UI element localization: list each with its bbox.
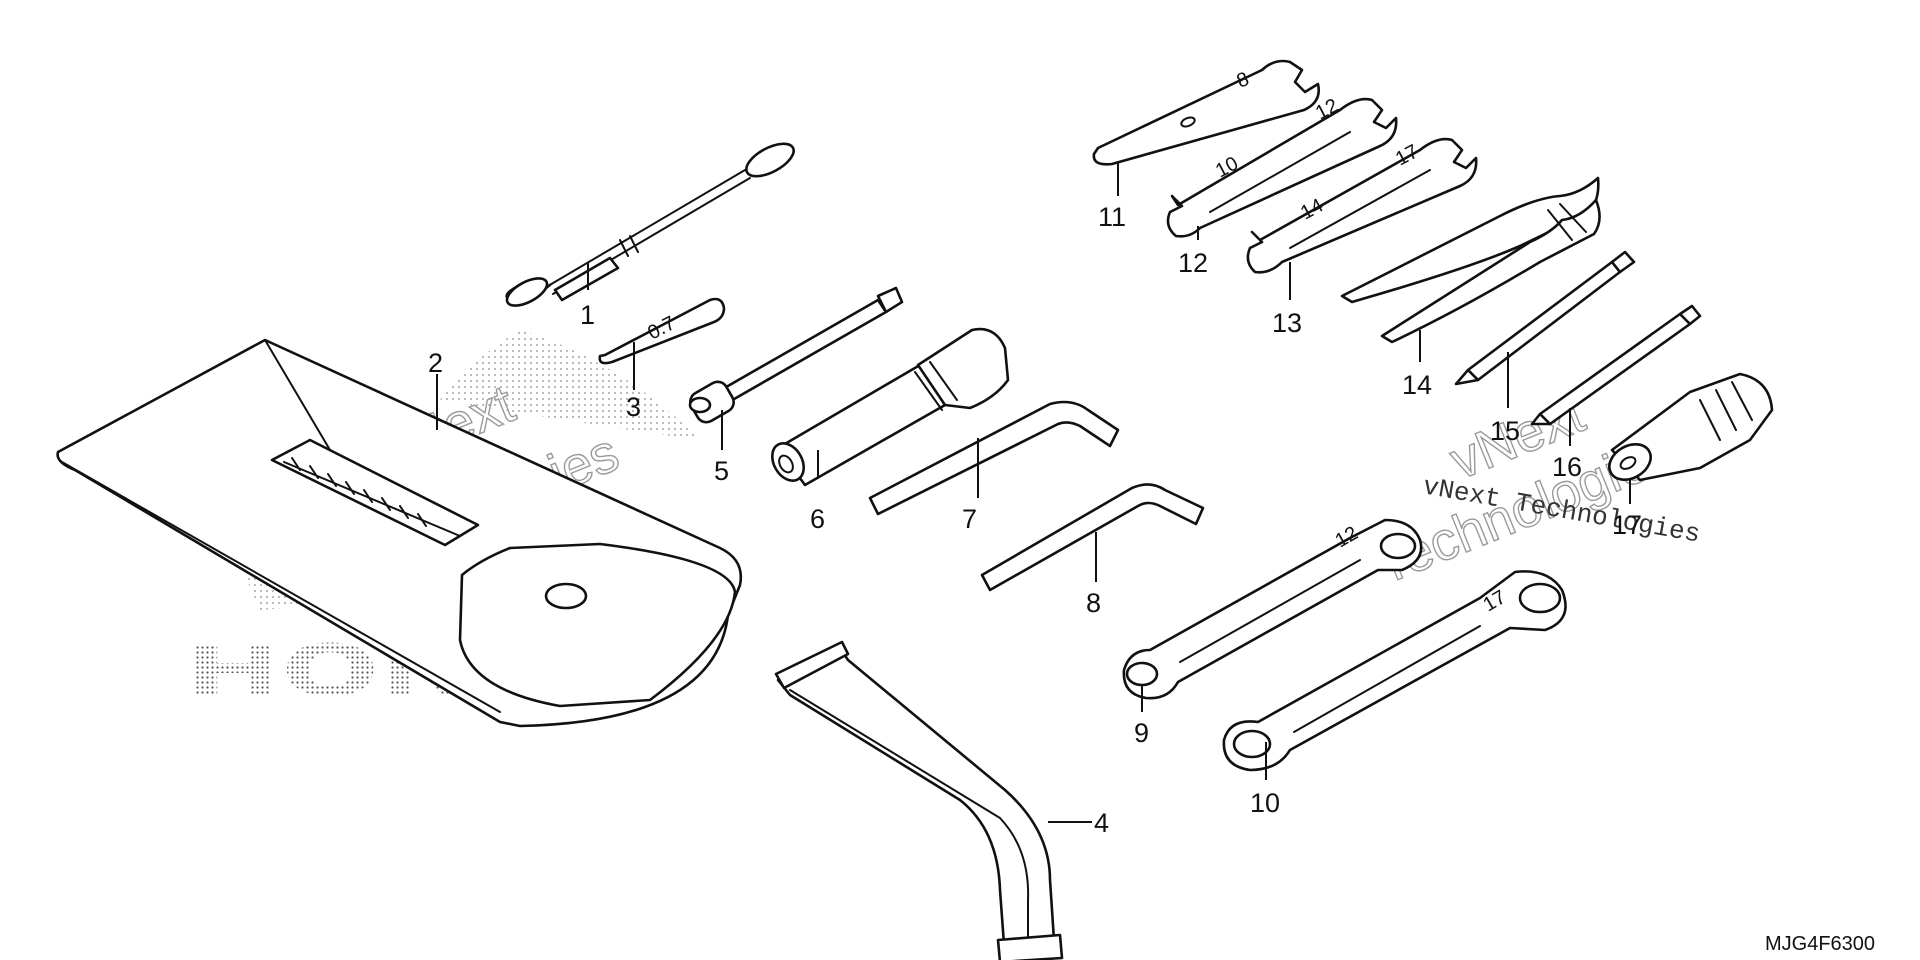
callout-12: 12 (1178, 248, 1208, 278)
tool-screwdriver-16 (1530, 304, 1702, 426)
callout-10: 10 (1250, 788, 1280, 818)
tool-screwdriver-15 (1454, 250, 1636, 386)
callout-7: 7 (962, 504, 977, 534)
callout-17: 17 (1612, 510, 1642, 540)
tool-box-spanner-6 (770, 327, 1010, 487)
diagram-code: MJG4F6300 (1765, 933, 1875, 955)
tool-tag-3: 0.7 (598, 297, 726, 365)
tool-handle-17 (1608, 372, 1774, 482)
callout-1: 1 (580, 300, 595, 330)
tool-ring-wrench-10: 17 (1222, 570, 1567, 772)
tool-wire-1 (505, 142, 795, 307)
callouts: 1 2 3 4 5 6 7 8 9 10 11 12 13 14 15 16 1… (428, 202, 1642, 838)
callout-13: 13 (1272, 308, 1302, 338)
callout-16: 16 (1552, 452, 1582, 482)
callout-4: 4 (1094, 808, 1109, 838)
callout-11: 11 (1098, 202, 1126, 232)
callout-8: 8 (1086, 588, 1101, 618)
tool-pliers-14 (1340, 176, 1601, 344)
callout-5: 5 (714, 456, 729, 486)
tool-wrench-13: 14 17 (1246, 137, 1478, 274)
callout-6: 6 (810, 504, 825, 534)
callout-2: 2 (428, 348, 443, 378)
tool-strap-4 (774, 640, 1064, 960)
watermark-right: vNext Technologies vNext Technologies (1366, 383, 1702, 597)
tool-ring-wrench-9: 12 (1122, 518, 1423, 700)
leader-lines (436, 162, 1631, 823)
logo-wing-shape (440, 330, 700, 440)
tool-bag (56, 338, 743, 728)
tool-hex-key-7 (868, 400, 1120, 516)
callout-9: 9 (1134, 718, 1149, 748)
callout-14: 14 (1402, 370, 1432, 400)
callout-3: 3 (626, 392, 641, 422)
callout-15: 15 (1490, 416, 1520, 446)
tool-hex-key-8 (980, 483, 1205, 592)
